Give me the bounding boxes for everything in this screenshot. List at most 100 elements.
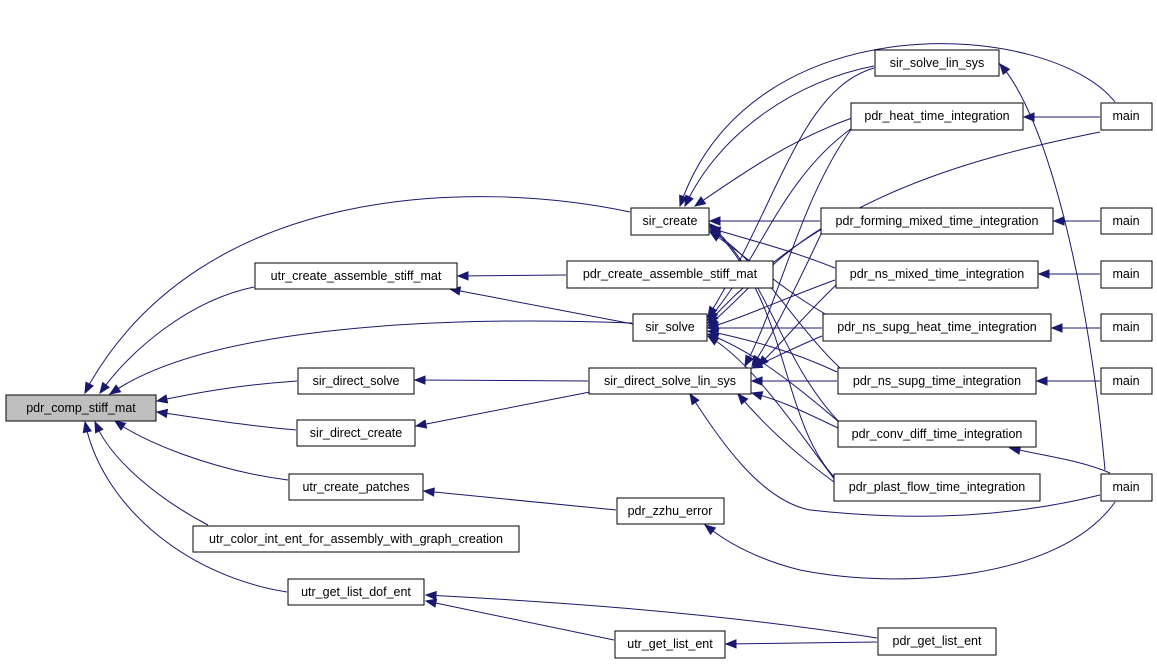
node-label: utr_color_int_ent_for_assembly_with_grap… — [209, 532, 503, 546]
edge-line — [94, 421, 209, 526]
call-edge — [1037, 269, 1100, 279]
arrowhead — [414, 419, 428, 429]
node-sir-direct-solve[interactable]: sir_direct_solve — [297, 367, 415, 395]
node-utr-color-int-ent[interactable]: utr_color_int_ent_for_assembly_with_grap… — [192, 525, 520, 553]
edge-line — [114, 420, 289, 481]
edge-line — [737, 393, 835, 483]
node-pdr-get-list-ent[interactable]: pdr_get_list_ent — [877, 627, 997, 656]
call-edge — [999, 62, 1106, 471]
node-sir-solve-lin-sys[interactable]: sir_solve_lin_sys — [874, 49, 1000, 77]
node-sir-solve[interactable]: sir_solve — [632, 313, 708, 342]
node-label: pdr_get_list_ent — [893, 634, 982, 648]
node-utr-create-assemble-stiff-mat[interactable]: utr_create_assemble_stiff_mat — [254, 262, 458, 290]
edge-line — [1009, 447, 1111, 474]
call-edge — [724, 639, 878, 649]
node-pdr-heat-time-integration[interactable]: pdr_heat_time_integration — [850, 102, 1024, 131]
call-edge — [708, 229, 841, 369]
edge-line — [679, 43, 1116, 207]
call-edge — [94, 420, 209, 526]
node-sir-direct-solve-lin-sys[interactable]: sir_direct_solve_lin_sys — [588, 367, 752, 395]
node-main[interactable]: main — [1100, 313, 1153, 342]
node-pdr-conv-diff-time-integration[interactable]: pdr_conv_diff_time_integration — [837, 420, 1037, 448]
node-pdr-create-assemble-stiff-mat[interactable]: pdr_create_assemble_stiff_mat — [566, 260, 774, 289]
call-edge — [706, 323, 822, 333]
node-sir-direct-create[interactable]: sir_direct_create — [296, 419, 416, 447]
node-label: pdr_heat_time_integration — [864, 109, 1009, 123]
edge-line — [156, 380, 298, 402]
arrowhead — [703, 524, 717, 536]
node-pdr-ns-supg-heat-time-integration[interactable]: pdr_ns_supg_heat_time_integration — [822, 313, 1052, 342]
node-main[interactable]: main — [1100, 260, 1153, 289]
call-graph-edges — [82, 43, 1116, 649]
call-edge — [155, 408, 297, 431]
node-label: pdr_comp_stiff_mat — [26, 401, 136, 415]
node-label: sir_direct_create — [310, 426, 402, 440]
edge-line — [999, 63, 1106, 471]
edge-line — [707, 333, 841, 424]
node-pdr-ns-supg-time-integration[interactable]: pdr_ns_supg_time_integration — [837, 367, 1037, 395]
arrowhead — [999, 62, 1011, 76]
arrowhead — [99, 381, 111, 395]
call-edge — [108, 320, 633, 395]
call-edge — [155, 380, 298, 404]
node-utr-get-list-dof-ent[interactable]: utr_get_list_dof_ent — [287, 578, 425, 606]
arrowhead — [1050, 323, 1063, 333]
call-edge — [422, 487, 617, 511]
node-label: utr_get_list_dof_ent — [301, 585, 411, 599]
node-main[interactable]: main — [1100, 207, 1153, 235]
node-pdr-forming-mixed-time-integration[interactable]: pdr_forming_mixed_time_integration — [820, 207, 1054, 235]
arrowhead — [737, 392, 749, 406]
call-edge — [1008, 445, 1111, 474]
node-label: main — [1112, 480, 1139, 494]
node-main[interactable]: main — [1100, 102, 1153, 131]
node-label: main — [1112, 109, 1139, 123]
arrowhead — [94, 420, 104, 434]
node-label: pdr_zzhu_error — [628, 504, 713, 518]
edge-line — [457, 274, 567, 277]
arrowhead — [750, 359, 764, 369]
edge-line — [425, 594, 878, 639]
edge-line — [109, 320, 633, 395]
call-edge — [456, 271, 567, 281]
call-edge — [684, 65, 875, 208]
node-pdr-zzhu-error[interactable]: pdr_zzhu_error — [616, 497, 725, 525]
node-utr-get-list-ent[interactable]: utr_get_list_ent — [614, 630, 726, 659]
edge-line — [751, 231, 823, 367]
call-edge — [1035, 376, 1100, 386]
node-utr-create-patches[interactable]: utr_create_patches — [288, 473, 424, 501]
call-edge — [82, 420, 288, 593]
node-label: pdr_forming_mixed_time_integration — [836, 214, 1039, 228]
arrowhead — [413, 375, 426, 385]
arrowhead — [744, 354, 754, 368]
arrowhead — [724, 639, 737, 649]
arrowhead — [708, 216, 721, 226]
call-edge — [84, 196, 631, 395]
edge-line — [684, 65, 875, 207]
call-edge — [448, 286, 634, 325]
edge-line — [707, 127, 853, 321]
call-edge — [689, 392, 1101, 517]
call-edge — [708, 216, 820, 226]
node-label: pdr_conv_diff_time_integration — [852, 427, 1023, 441]
arrowhead — [1037, 269, 1050, 279]
node-label: pdr_ns_supg_heat_time_integration — [837, 320, 1036, 334]
arrowhead — [155, 408, 169, 419]
node-label: main — [1112, 374, 1139, 388]
node-pdr-comp-stiff-mat[interactable]: pdr_comp_stiff_mat — [5, 394, 157, 422]
call-edge — [737, 392, 835, 483]
edge-line — [709, 225, 836, 479]
edge-line — [415, 391, 591, 427]
node-pdr-plast-flow-time-integration[interactable]: pdr_plast_flow_time_integration — [833, 473, 1041, 502]
arrowhead — [113, 420, 127, 431]
node-label: pdr_plast_flow_time_integration — [849, 480, 1026, 494]
arrowhead — [84, 381, 94, 395]
call-edge — [693, 117, 853, 207]
node-label: pdr_create_assemble_stiff_mat — [583, 267, 758, 281]
node-main[interactable]: main — [1100, 367, 1153, 395]
node-main[interactable]: main — [1100, 473, 1153, 502]
node-label: sir_solve_lin_sys — [890, 56, 984, 70]
node-sir-create[interactable]: sir_create — [630, 207, 710, 236]
node-pdr-ns-mixed-time-integration[interactable]: pdr_ns_mixed_time_integration — [835, 260, 1039, 289]
node-label: sir_create — [643, 214, 698, 228]
edge-line — [725, 641, 878, 645]
